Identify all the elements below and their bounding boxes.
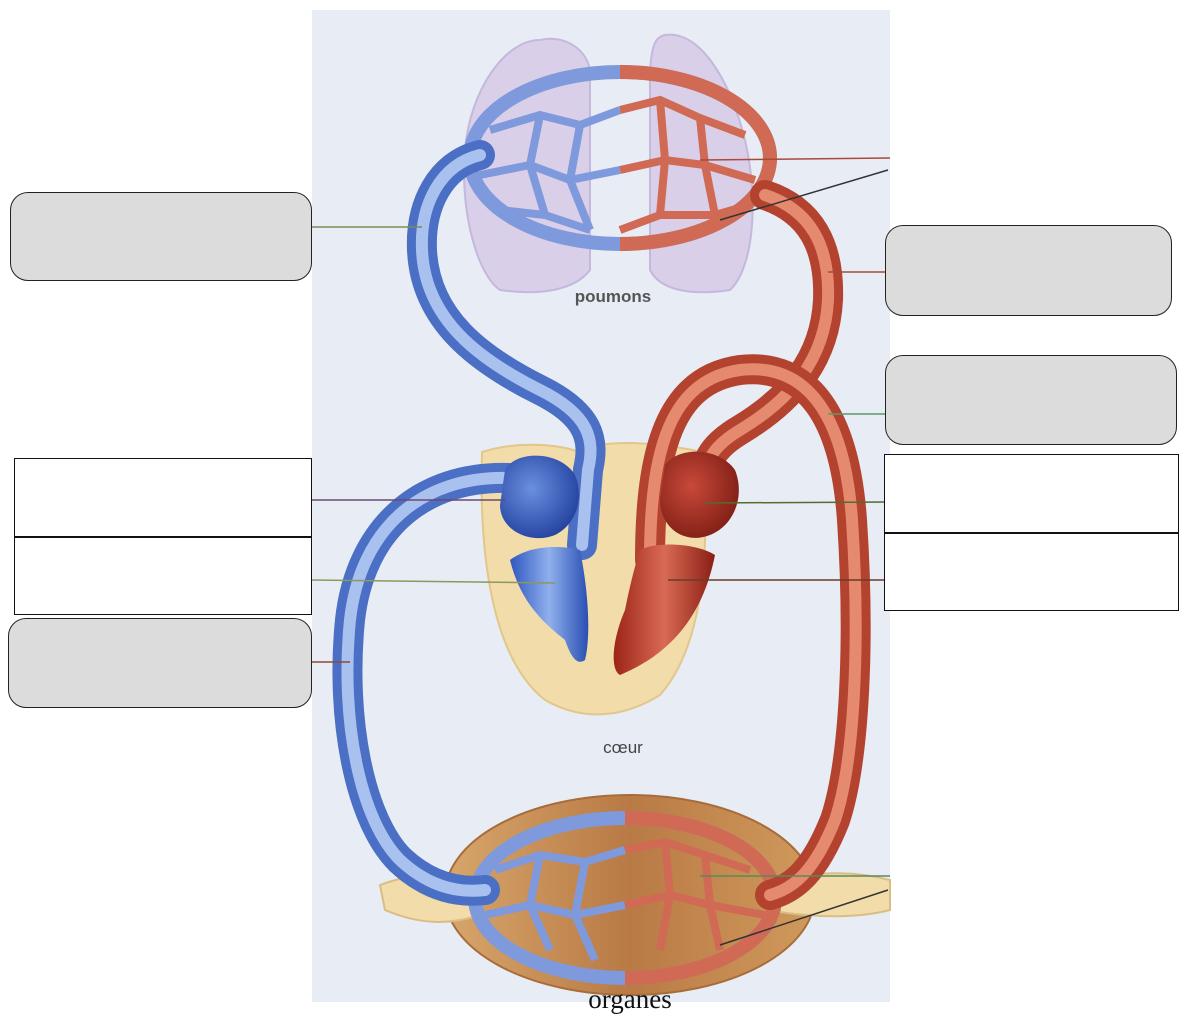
answer-box-left-lower[interactable] bbox=[8, 618, 312, 708]
answer-box-right-lower-1[interactable] bbox=[884, 454, 1179, 533]
heart-label: cœur bbox=[603, 738, 643, 757]
lungs-label: poumons bbox=[575, 287, 652, 306]
answer-box-right-upper[interactable] bbox=[885, 225, 1172, 316]
right-atrium bbox=[500, 456, 579, 539]
answer-box-right-lower-2[interactable] bbox=[884, 533, 1179, 611]
organs-label: organes bbox=[560, 984, 700, 1015]
answer-box-left-middle-1[interactable] bbox=[14, 458, 312, 537]
answer-box-right-middle[interactable] bbox=[885, 355, 1177, 445]
answer-box-left-upper[interactable] bbox=[10, 192, 312, 281]
answer-box-left-middle-2[interactable] bbox=[14, 537, 312, 615]
